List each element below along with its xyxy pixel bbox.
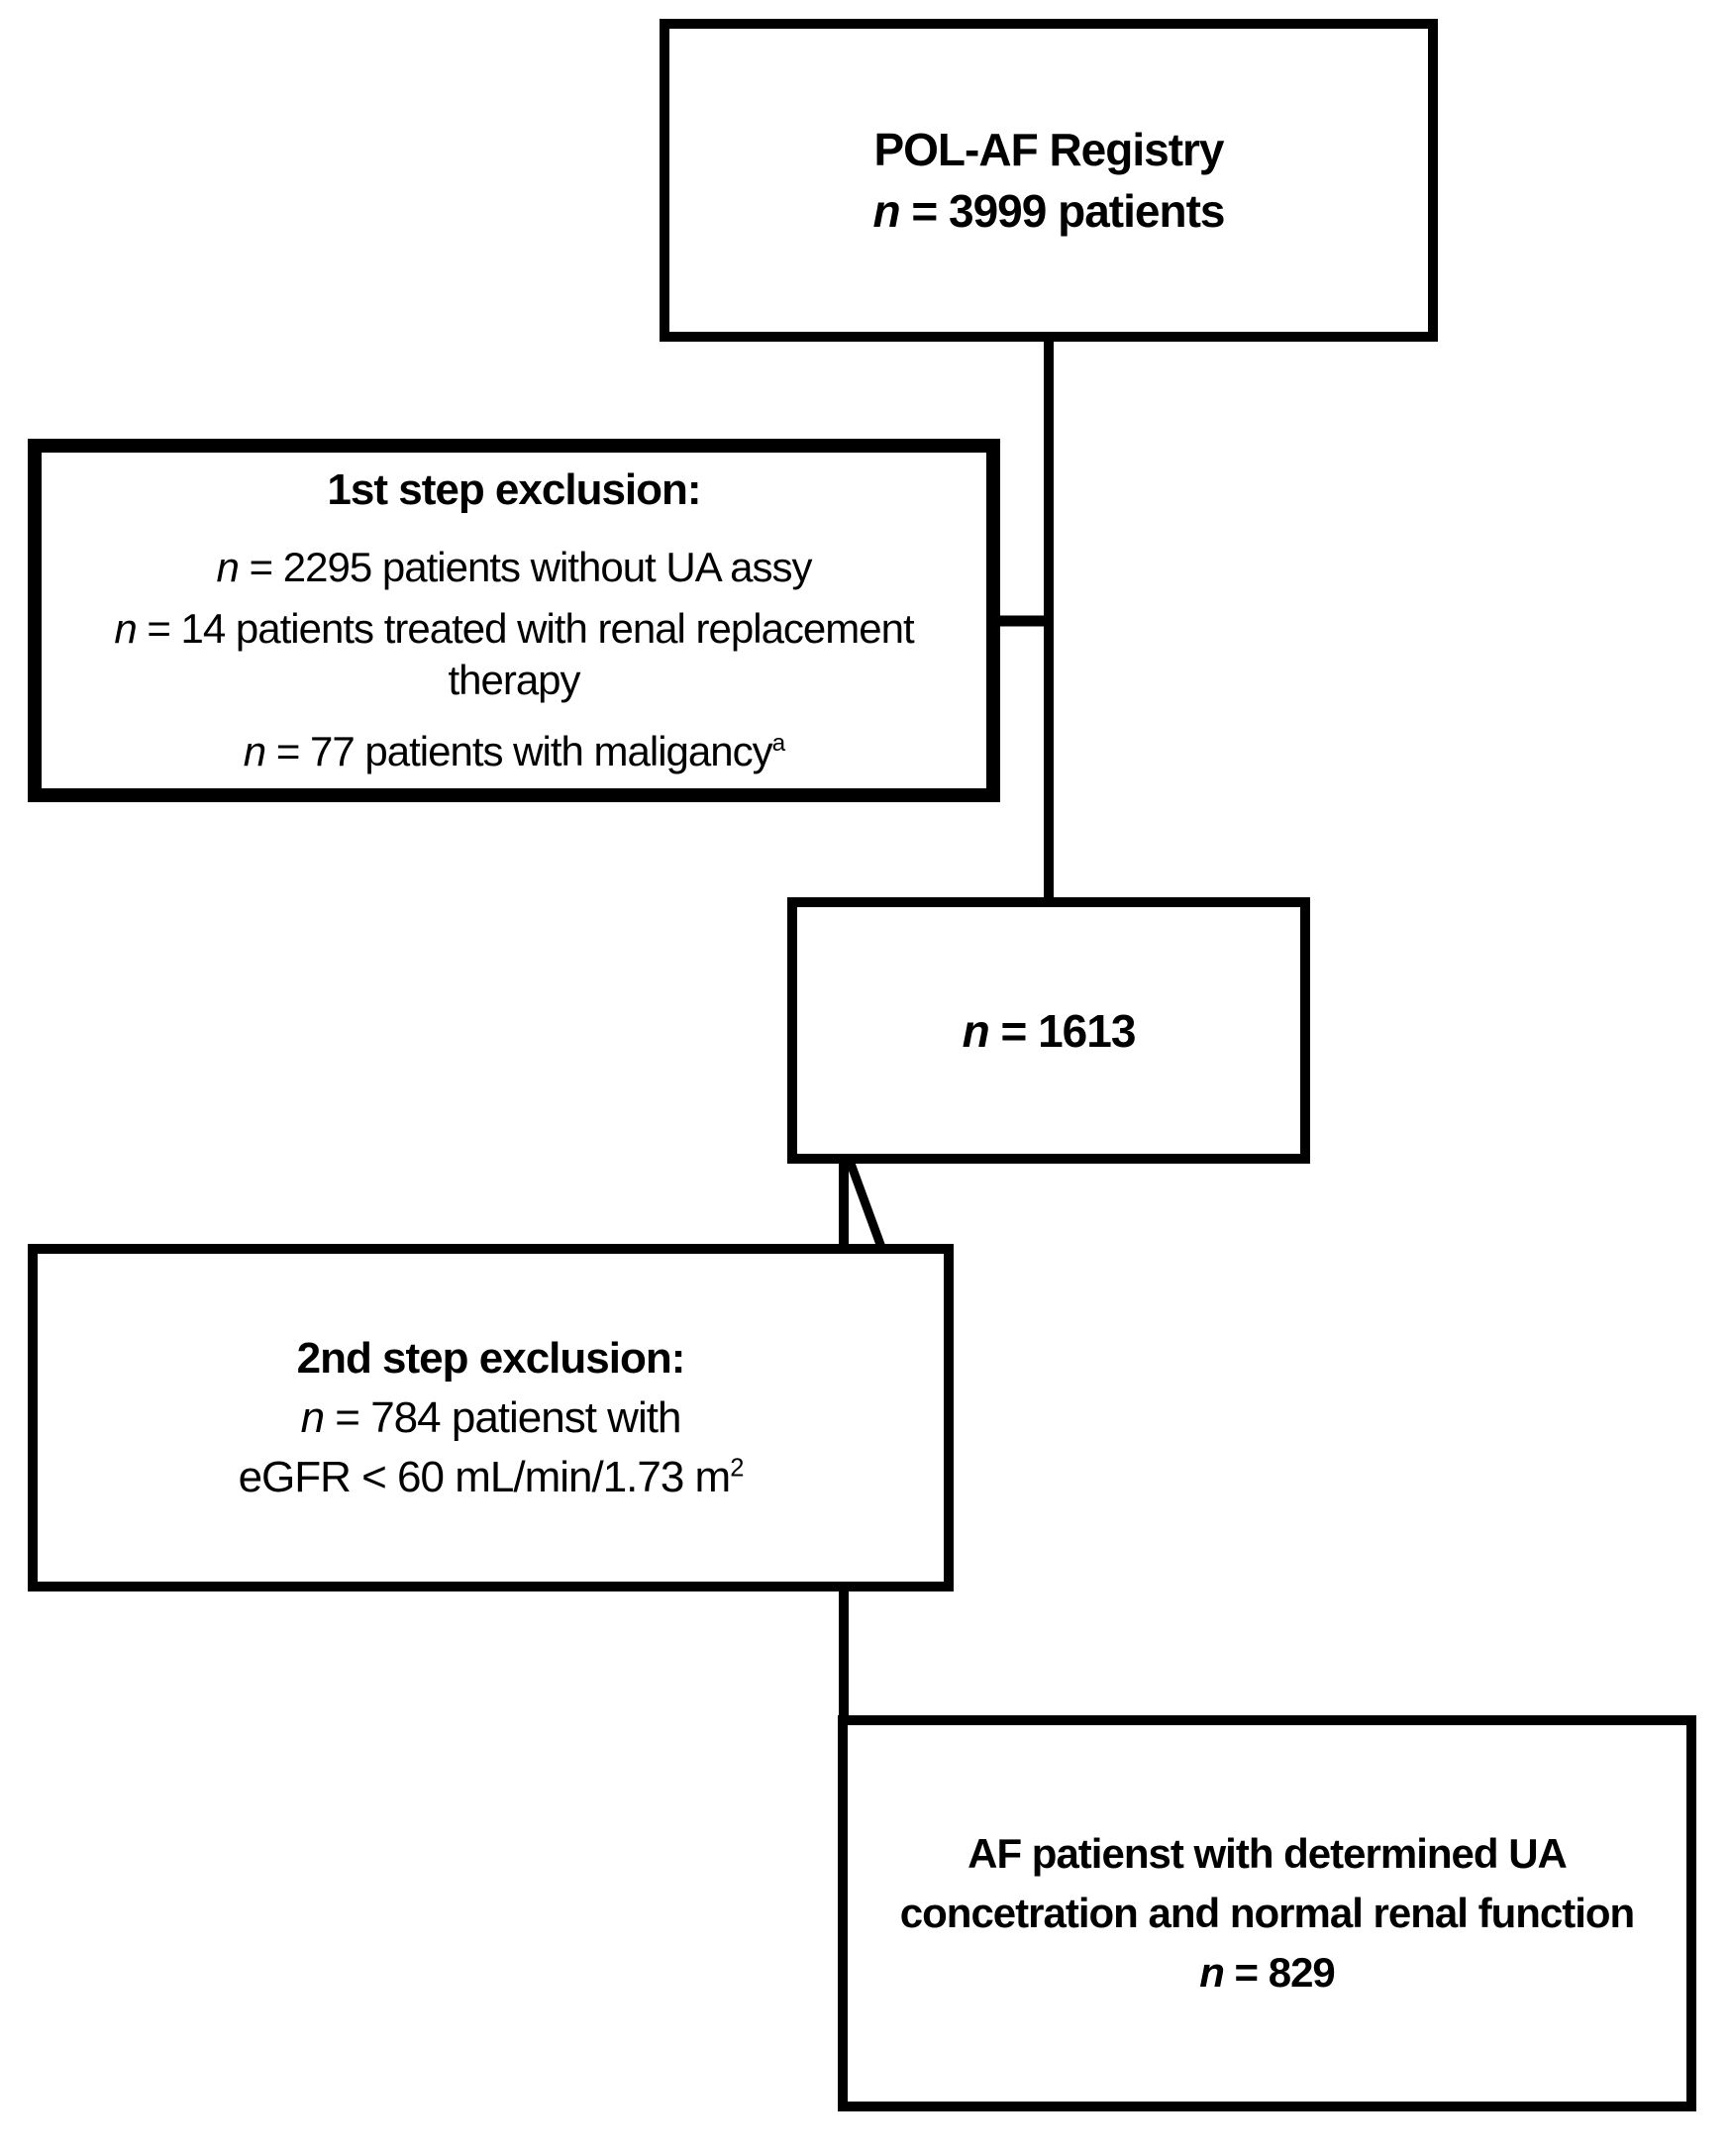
n-symbol: n [300, 1392, 326, 1442]
footnote-marker-a: a [771, 729, 786, 757]
first-exclusion-row3: n = 77 patients with maligancya [243, 726, 786, 777]
final-line1: AF patienst with determined UA [967, 1830, 1568, 1877]
row2-text: = 14 patients treated with renal replace… [136, 604, 914, 652]
egfr-text: eGFR < 60 mL/min/1.73 m [238, 1452, 732, 1501]
n-symbol: n [216, 543, 240, 590]
final-cohort-box: AF patienst with determined UA concetrat… [838, 1715, 1696, 2111]
n-symbol: n [1199, 1949, 1225, 1996]
n-symbol: n [114, 604, 137, 652]
n-symbol: n [243, 727, 266, 774]
first-exclusion-row1: n = 2295 patients without UA assy [216, 542, 813, 593]
registry-count: n = 3999 patients [872, 180, 1225, 242]
n-symbol: n [962, 1004, 990, 1057]
n-symbol: n [872, 185, 900, 237]
final-line2: concetration and normal renal function [899, 1890, 1635, 1936]
second-exclusion-row2: eGFR < 60 mL/min/1.73 m2 [238, 1448, 745, 1507]
first-exclusion-box: 1st step exclusion: n = 2295 patients wi… [28, 439, 1000, 802]
first-exclusion-heading: 1st step exclusion: [327, 464, 701, 514]
second-exclusion-box: 2nd step exclusion: n = 784 patienst wit… [28, 1244, 954, 1591]
registry-box: POL-AF Registry n = 3999 patients [660, 19, 1438, 342]
registry-count-text: = 3999 patients [899, 185, 1225, 237]
interim-count-text: = 1613 [988, 1004, 1136, 1057]
interim-count: n = 1613 [962, 1004, 1137, 1058]
first-exclusion-row2: n = 14 patients treated with renal repla… [114, 603, 914, 655]
second-exclusion-row1: n = 784 patienst with [300, 1388, 682, 1448]
row1-text: = 2295 patients without UA assy [238, 543, 813, 590]
connector-interim-to-exclusion2-diagonal [845, 1159, 887, 1252]
squared-superscript: 2 [730, 1453, 744, 1482]
second-exclusion-heading: 2nd step exclusion: [296, 1333, 686, 1383]
first-exclusion-row2-continuation: therapy [448, 656, 580, 703]
final-count-text: = 829 [1223, 1949, 1336, 1996]
interim-count-box: n = 1613 [787, 897, 1310, 1164]
row3-text: = 77 patients with maligancy [265, 727, 773, 774]
row1-text: = 784 patienst with [324, 1392, 681, 1442]
registry-title: POL-AF Registry [873, 124, 1224, 175]
final-count: n = 829 [1199, 1943, 1336, 2002]
